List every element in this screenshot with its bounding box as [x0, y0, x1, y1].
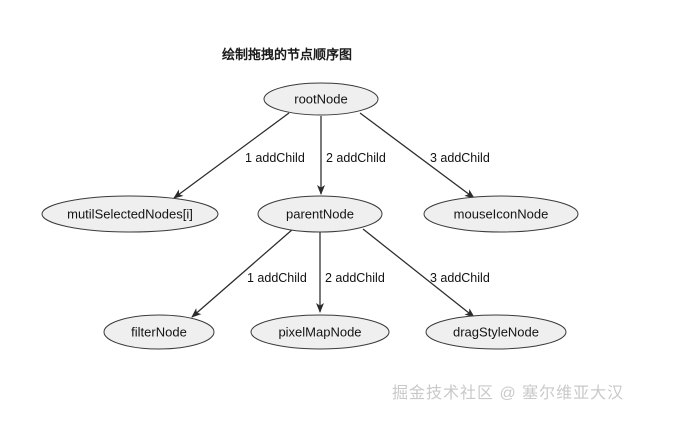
edges-group: 1 addChild 2 addChild 3 addChild 1 addChild…: [173, 112, 490, 318]
edge-label: 1 addChild: [245, 151, 305, 165]
edge-label: 1 addChild: [247, 271, 307, 285]
node-parentNode[interactable]: parentNode: [257, 195, 383, 233]
node-shape[interactable]: [41, 195, 219, 233]
node-shape[interactable]: [257, 195, 383, 233]
edge-label: 3 addChild: [430, 151, 490, 165]
node-filterNode[interactable]: filterNode: [103, 314, 215, 350]
node-pixelMapNode[interactable]: pixelMapNode: [250, 314, 390, 350]
node-shape[interactable]: [250, 314, 390, 350]
watermark: 掘金技术社区 @ 塞尔维亚大汉: [392, 384, 624, 402]
node-label: mutilSelectedNodes[i]: [67, 206, 193, 221]
edge-rootNode-to-mouseIconNode: 3 addChild: [359, 112, 490, 199]
edge-rootNode-to-parentNode: 2 addChild: [317, 116, 386, 195]
node-label: rootNode: [294, 91, 347, 106]
edge-label: 2 addChild: [325, 271, 385, 285]
edge-parentNode-to-dragStyleNode: 3 addChild: [362, 228, 490, 318]
edge-arrow: [359, 112, 475, 199]
node-shape[interactable]: [263, 82, 379, 116]
edge-label: 2 addChild: [326, 151, 386, 165]
node-label: parentNode: [286, 206, 354, 221]
node-label: filterNode: [131, 324, 187, 339]
node-label: pixelMapNode: [278, 324, 361, 339]
node-rootNode[interactable]: rootNode: [263, 82, 379, 116]
node-shape[interactable]: [103, 314, 215, 350]
node-mouseIconNode[interactable]: mouseIconNode: [423, 195, 579, 233]
page-title: 绘制拖拽的节点顺序图: [222, 47, 352, 62]
edge-label: 3 addChild: [430, 271, 490, 285]
edge-arrow: [362, 228, 475, 318]
node-label: mouseIconNode: [454, 206, 549, 221]
nodes-group: rootNode mutilSelectedNodes[i] parentNode m…: [41, 82, 579, 350]
edge-arrow: [191, 228, 294, 318]
node-mutilSelectedNodes[interactable]: mutilSelectedNodes[i]: [41, 195, 219, 233]
edge-parentNode-to-pixelMapNode: 2 addChild: [316, 232, 385, 313]
node-shape[interactable]: [423, 195, 579, 233]
edge-arrow: [173, 112, 290, 199]
edge-rootNode-to-mutilSelectedNodes: 1 addChild: [173, 112, 305, 199]
node-label: dragStyleNode: [453, 324, 539, 339]
edge-parentNode-to-filterNode: 1 addChild: [191, 228, 307, 318]
node-shape[interactable]: [425, 314, 567, 350]
node-dragStyleNode[interactable]: dragStyleNode: [425, 314, 567, 350]
